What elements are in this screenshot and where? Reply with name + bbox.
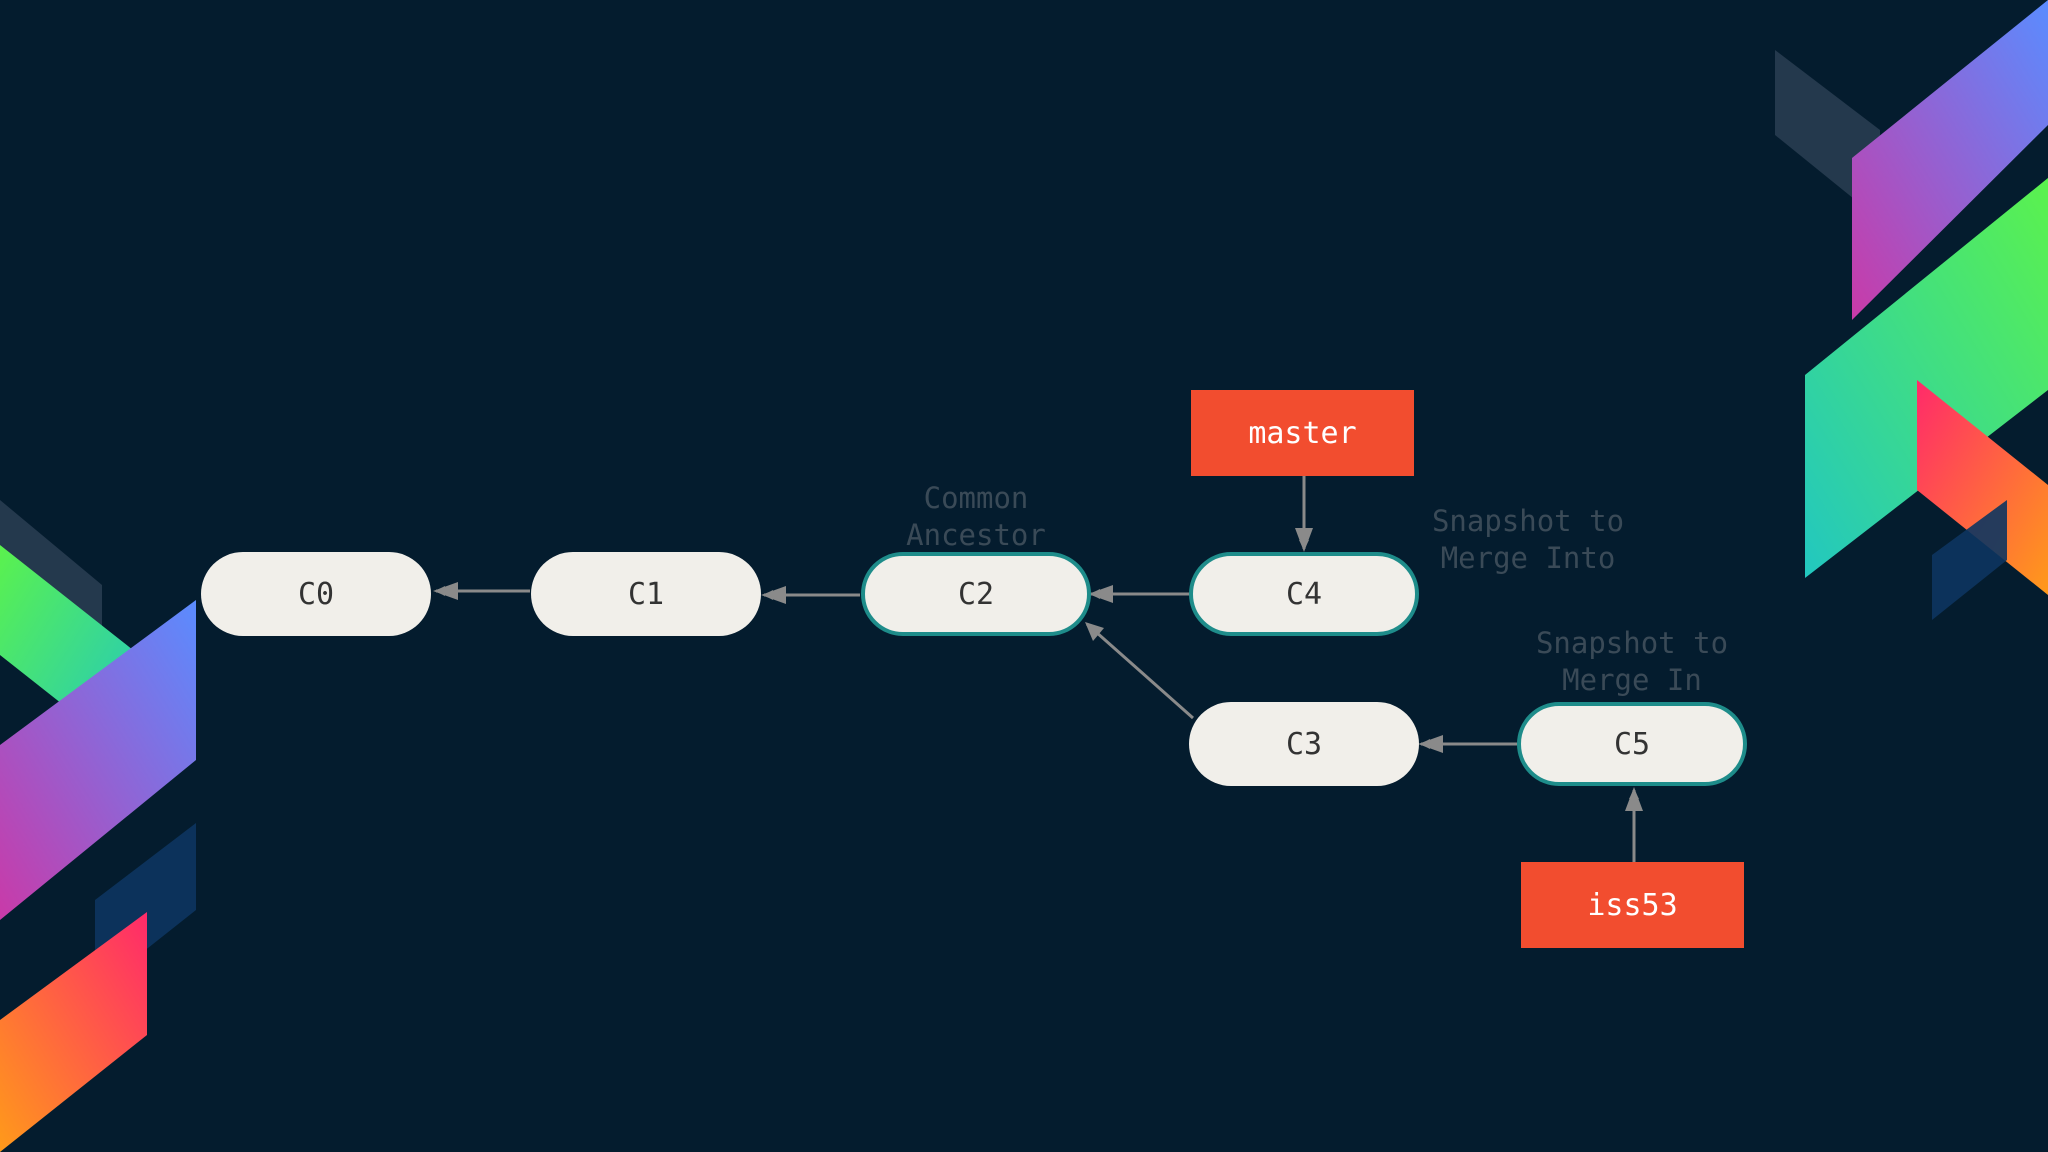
annotation-snapshot-in: Snapshot to Merge In xyxy=(1522,625,1742,699)
branch-iss53: iss53 xyxy=(1521,862,1744,948)
annotation-snapshot-into: Snapshot to Merge Into xyxy=(1418,503,1638,577)
arrow-c3-to-c2 xyxy=(1086,622,1194,720)
annotation-line: Common xyxy=(923,481,1029,515)
commit-c1: C1 xyxy=(531,552,761,636)
annotation-common-ancestor: Common Ancestor xyxy=(876,480,1076,554)
decor-shape xyxy=(0,600,196,920)
branch-master: master xyxy=(1191,390,1414,476)
decor-shape xyxy=(1805,178,2048,578)
decor-shape xyxy=(1932,500,2007,620)
commit-c4: C4 xyxy=(1189,552,1419,636)
annotation-line: Snapshot to xyxy=(1535,626,1729,660)
decor-shape xyxy=(0,912,147,1152)
commit-c0: C0 xyxy=(201,552,431,636)
commit-c2: C2 xyxy=(861,552,1091,636)
commit-c3: C3 xyxy=(1189,702,1419,786)
annotation-line: Snapshot to xyxy=(1431,504,1625,538)
annotation-line: Ancestor xyxy=(906,518,1046,552)
annotation-line: Merge In xyxy=(1562,663,1702,697)
annotation-line: Merge Into xyxy=(1440,541,1616,575)
commit-c5: C5 xyxy=(1517,702,1747,786)
decor-shape xyxy=(1852,0,2048,320)
decor-shape xyxy=(1917,380,2048,595)
